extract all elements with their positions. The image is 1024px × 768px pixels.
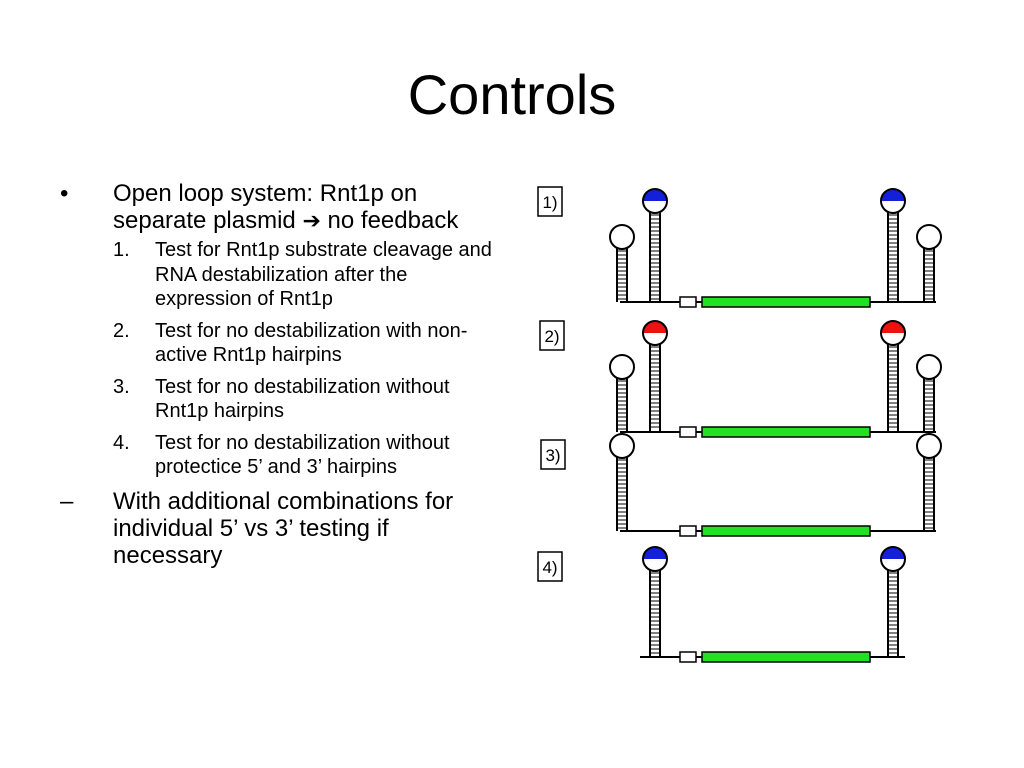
rnt1p-hairpin-5prime-part [642,188,668,214]
protective-hairpin-5prime [609,433,635,531]
dash-bullet: – With additional combinations for indiv… [60,488,500,569]
list-item: 3. Test for no destabilization without R… [60,375,500,424]
gene-coding-region [701,426,871,438]
rnt1p-hairpin-3prime-part [881,189,905,201]
gene-coding-region [701,296,871,308]
construct-label-box [540,439,566,470]
list-number: 4. [113,431,130,454]
protective-hairpin-3prime [916,433,942,531]
rnt1p-hairpin-3prime-part [881,321,905,333]
main-bullet: • Open loop system: Rnt1p on separate pl… [60,180,500,234]
list-item-text: Test for Rnt1p substrate cleavage and RN… [155,239,492,310]
construct-label: 2) [544,327,559,346]
construct-label: 3) [545,446,560,465]
start-codon-box [679,651,697,663]
list-item: 2. Test for no destabilization with non-… [60,319,500,368]
protective-hairpin-5prime-part [609,224,635,250]
list-item: 1. Test for Rnt1p substrate cleavage and… [60,238,500,312]
gene-coding-region [701,525,871,537]
list-number: 1. [113,239,130,261]
construct-diagram: 1) 2) 3) 4) [537,186,942,663]
start-codon-box [679,426,697,438]
construct-label-box [537,186,563,217]
list-item: 4. Test for no destabilization without p… [60,431,500,480]
rnt1p-hairpin-3prime-part [881,547,905,559]
construct-label-box [539,320,565,351]
rnt1p-hairpin-3prime-part [880,188,906,214]
protective-hairpin-5prime-part [609,433,635,459]
protective-hairpin-5prime [609,224,635,302]
rnt1p-hairpin-5prime-part [643,189,667,201]
rnt1p-hairpin-5prime-part [643,321,667,333]
protective-hairpin-5prime [609,354,635,432]
rnt1p-hairpin-3prime-part [880,546,906,572]
rnt1p-hairpin-5prime-part [642,546,668,572]
list-number: 2. [113,319,130,342]
rnt1p-hairpin-5prime [642,320,668,432]
list-number: 3. [113,375,130,398]
rnt1p-hairpin-3prime [880,546,906,657]
protective-hairpin-3prime [916,354,942,432]
protective-hairpin-3prime-part [916,354,942,380]
construct-label-box [537,551,563,582]
numbered-list: 1. Test for Rnt1p substrate cleavage and… [60,238,500,480]
right-arrow-icon: ➔ [302,208,321,233]
list-item-text: Test for no destabilization without Rnt1… [155,375,450,423]
construct-label: 4) [542,558,557,577]
protective-hairpin-3prime-part [916,224,942,250]
rnt1p-hairpin-3prime-part [880,320,906,346]
slide-title: Controls [407,63,617,126]
gene-coding-region [701,651,871,663]
rnt1p-hairpin-5prime-part [643,547,667,559]
bullet-list: • Open loop system: Rnt1p on separate pl… [60,180,500,569]
protective-hairpin-3prime-part [916,433,942,459]
main-bullet-text-end: no feedback [320,207,459,234]
construct-label: 1) [542,193,557,212]
list-item-text: Test for no destabilization with non-act… [155,319,468,367]
bullet-marker: • [60,180,69,207]
rnt1p-hairpin-3prime [880,320,906,432]
dash-marker: – [60,487,74,515]
list-item-text: Test for no destabilization without prot… [155,431,450,479]
rnt1p-hairpin-5prime [642,546,668,657]
protective-hairpin-3prime [916,224,942,302]
dash-bullet-text: With additional combinations for individ… [113,487,454,569]
rnt1p-hairpin-5prime-part [642,320,668,346]
rnt1p-hairpin-3prime [880,188,906,302]
main-bullet-text: Open loop system: Rnt1p on separate plas… [113,180,418,234]
start-codon-box [679,296,697,308]
protective-hairpin-5prime-part [609,354,635,380]
rnt1p-hairpin-5prime [642,188,668,302]
start-codon-box [679,525,697,537]
